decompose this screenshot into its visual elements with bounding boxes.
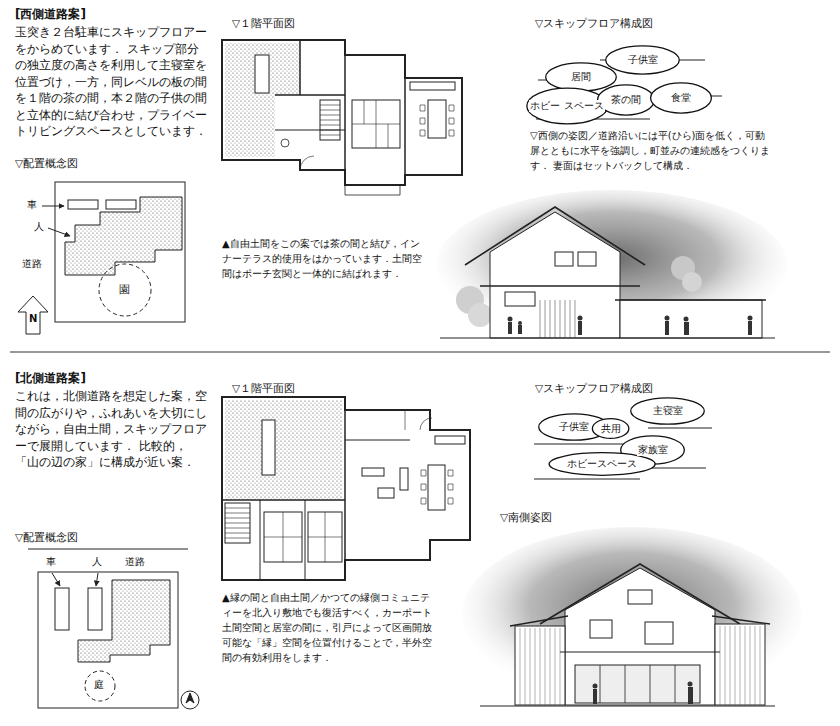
room-name: 共用 — [600, 423, 622, 435]
site-label: 庭 — [94, 679, 104, 691]
bubble-ellipse — [549, 453, 655, 476]
figure-caption: ▽西側の姿図／道路沿いには平(ひら)面を低く，可動屏とともに水平を強調し，町並み… — [530, 128, 772, 173]
bubble-ellipse — [593, 419, 629, 439]
room-name: 茶の間 — [610, 94, 642, 106]
bubble-node: 居間 — [545, 62, 617, 92]
site-label: 園 — [119, 283, 130, 296]
figure-title: ▽配置概念図 — [15, 156, 78, 170]
site-plan — [28, 549, 199, 709]
south-elevation — [462, 527, 802, 706]
bubble-ellipse — [651, 83, 712, 113]
compass-letter: N — [29, 313, 37, 325]
description-text: 玉突き２台駐車にスキップフロアーをからめています． スキップ部分の独立度の高さを… — [15, 24, 207, 140]
room-name: ホビー スペース — [529, 100, 604, 112]
room-name: 子供室 — [558, 421, 590, 433]
figure-title: ▽配置概念図 — [15, 530, 78, 544]
figure-title: ▽スキップフロア構成図 — [535, 16, 653, 30]
site-label: 道路 — [22, 258, 42, 270]
section-divider — [10, 352, 830, 353]
bubble-node: 共用 — [592, 418, 629, 439]
section-heading: [北側道路案] — [15, 370, 86, 386]
site-label: 人 — [34, 221, 44, 233]
site-label: 道路 — [125, 556, 145, 568]
room-name: ホビースペース — [566, 458, 638, 470]
bubble-node: 子供室 — [605, 45, 680, 75]
site-plan — [18, 182, 185, 334]
site-label: 車 — [27, 199, 37, 211]
figure-title: ▽１階平面図 — [232, 16, 295, 30]
description-text: これは，北側道路を想定した案，空間の広がりや，ふれあいを大切にしながら，自由土間… — [15, 388, 207, 471]
figure-title: ▽スキップフロア構成図 — [535, 381, 653, 395]
room-name: 家族室 — [637, 444, 669, 456]
bubble-ellipse — [546, 63, 617, 91]
figure-caption: ▲自由土間をこの案では茶の間と結び，インナーテラス的使用をはかっています．土間空… — [222, 236, 422, 281]
bubble-ellipse — [526, 88, 607, 124]
bubble-ellipse — [606, 46, 680, 74]
figure-title: ▽南側姿図 — [500, 510, 552, 524]
floor-plan — [222, 40, 462, 195]
room-name: 居間 — [570, 71, 592, 83]
bubble-ellipse — [598, 85, 655, 115]
room-name: 主寝室 — [652, 405, 684, 417]
bubble-node: 茶の間 — [597, 84, 655, 116]
site-label: 人 — [92, 556, 102, 568]
room-name: 子供室 — [627, 54, 659, 66]
site-label: 車 — [46, 556, 56, 568]
floor-plan — [222, 397, 470, 580]
section-heading: [西側道路案] — [15, 6, 86, 22]
bubble-ellipse — [631, 398, 705, 424]
figure-title: ▽１階平面図 — [232, 381, 295, 395]
bubble-node: 食堂 — [650, 82, 712, 114]
room-name: 食堂 — [670, 92, 692, 104]
figure-caption: ▲縁の間と自由土間／かつての縁側コミュニティーを北入り敷地でも復活すべく，カーポ… — [222, 590, 437, 665]
west-elevation — [437, 190, 787, 340]
bubble-node: 主寝室 — [630, 397, 705, 425]
bubble-node: ホビー スペース — [526, 87, 609, 125]
